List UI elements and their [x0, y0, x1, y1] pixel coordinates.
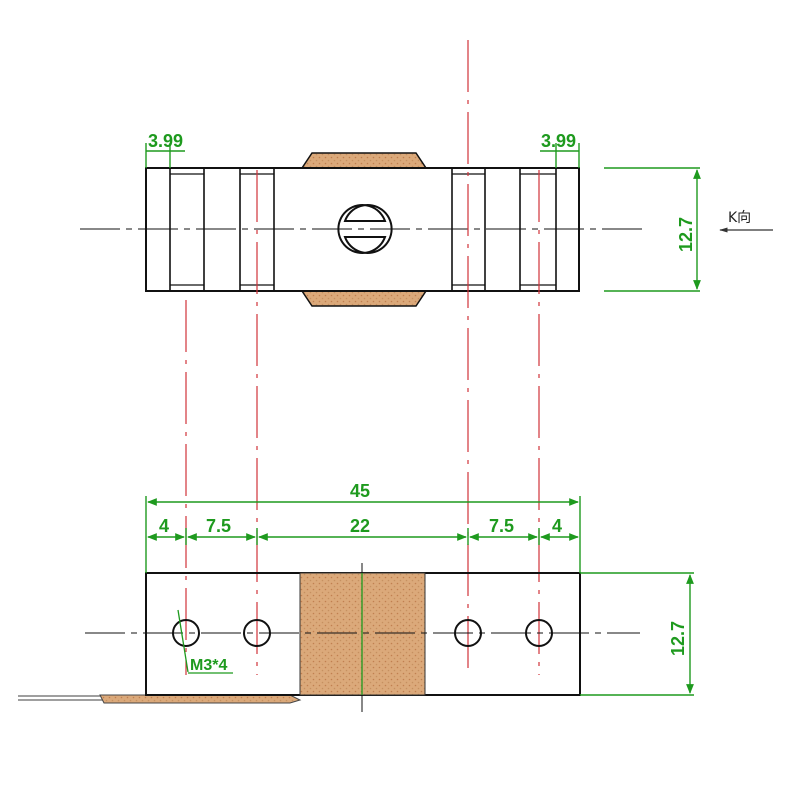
top-right-end-dimension: [540, 143, 580, 168]
bottom-plate: [99, 694, 302, 704]
k-direction-label: K向: [728, 210, 751, 226]
binocular-hole: [337, 204, 393, 254]
hole-center-lines: [185, 40, 540, 675]
front-view: M3*4 45 4 7.5 22 7.5 4: [18, 481, 694, 712]
overall-length-dimension: [145, 496, 581, 573]
top-height-value: 12.7: [676, 217, 696, 252]
top-height-dimension: [604, 167, 701, 292]
segment-dim-2: 7.5: [206, 516, 231, 536]
hole-callout-leader: [177, 609, 189, 673]
hole-callout-label: M3*4: [190, 657, 227, 674]
top-pad-upper: [300, 152, 428, 169]
segment-dim-5: 4: [552, 516, 562, 536]
segment-dim-1: 4: [159, 516, 169, 536]
top-left-end-value: 3.99: [148, 131, 183, 151]
segment-dimension-line: [147, 528, 579, 545]
segment-dim-4: 7.5: [489, 516, 514, 536]
top-left-end-dimension: [145, 143, 185, 168]
top-right-end-value: 3.99: [541, 131, 576, 151]
segment-dim-3: 22: [350, 516, 370, 536]
front-height-dimension: [580, 572, 694, 696]
front-height-value: 12.7: [668, 621, 688, 656]
top-pad-lower: [300, 290, 428, 307]
overall-length-value: 45: [350, 481, 370, 501]
top-view: K向 12.7 3.99 3.99: [80, 131, 773, 307]
